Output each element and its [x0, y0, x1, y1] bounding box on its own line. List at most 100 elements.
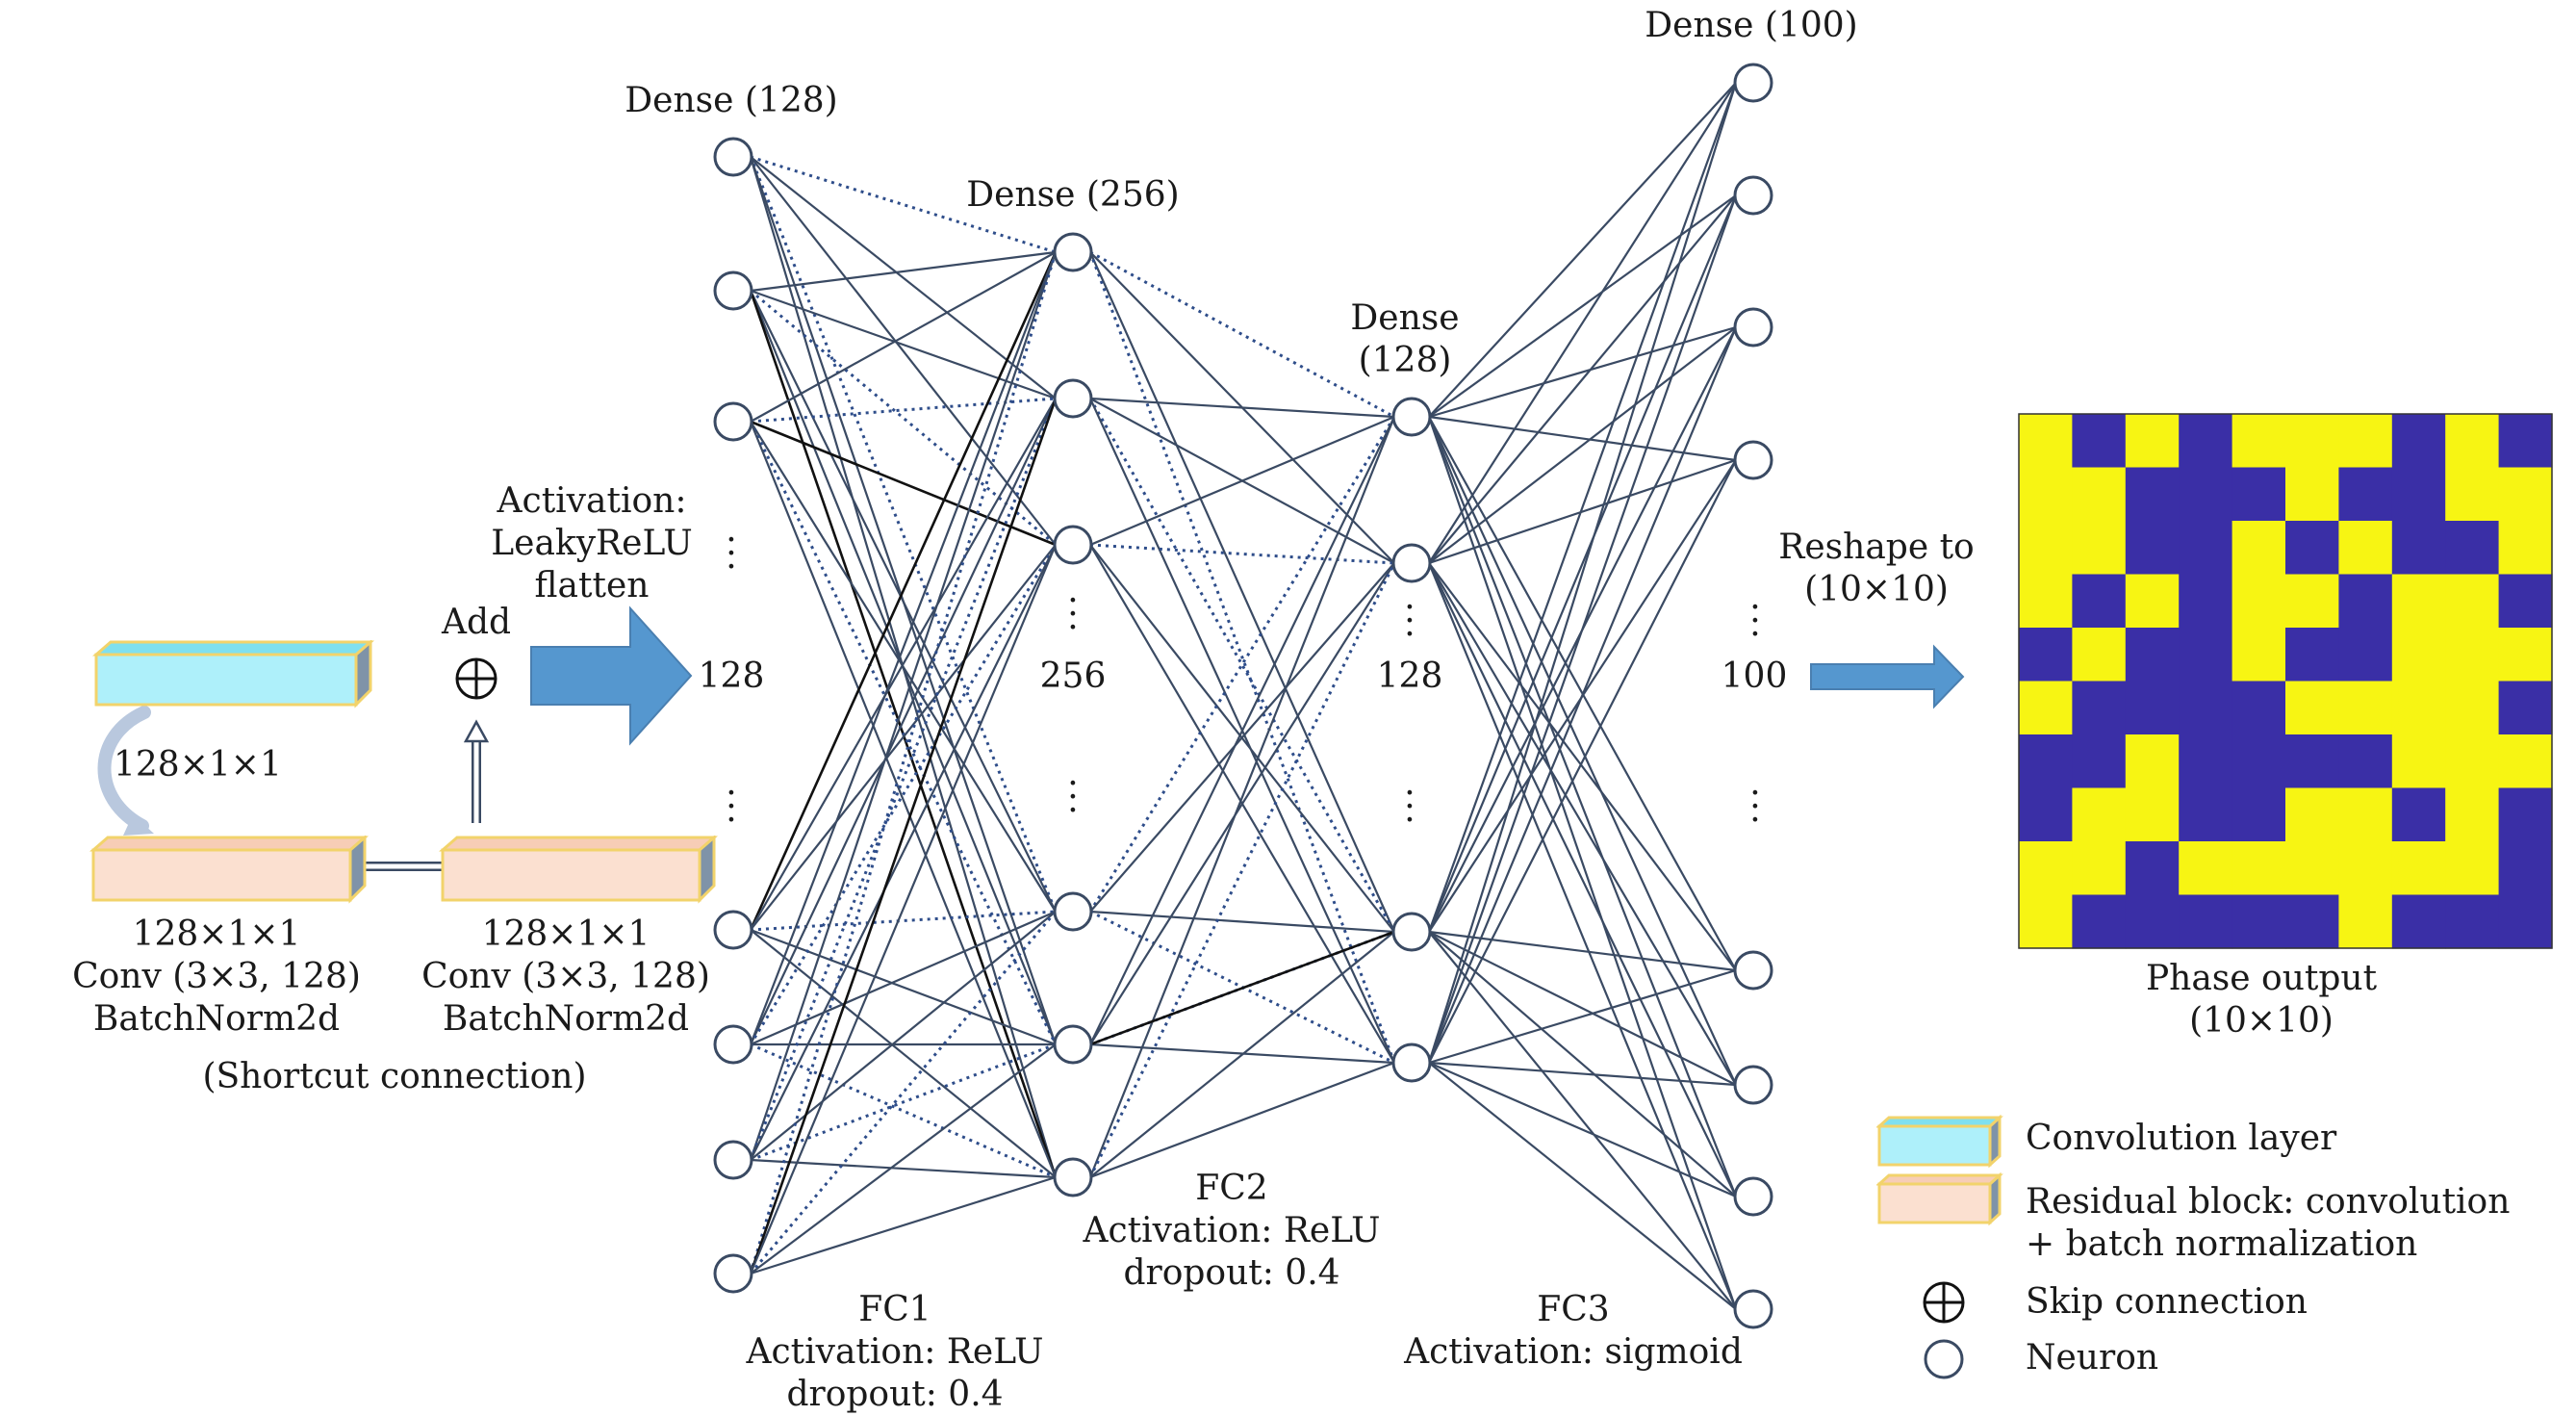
phase-cell [2179, 841, 2233, 896]
edge [1427, 82, 1738, 933]
phase-cell [2179, 681, 2233, 735]
neuron [713, 137, 753, 177]
phase-cell [2445, 681, 2500, 735]
legend-skip-label: Skip connection [2026, 1282, 2308, 1322]
edge [1428, 82, 1737, 564]
reshape-arrow [1810, 644, 1965, 709]
neurons [713, 63, 1773, 1329]
phase-cell [2125, 734, 2180, 789]
edge [1088, 416, 1396, 1178]
phase-cell [2019, 841, 2073, 896]
edge [1427, 326, 1738, 1064]
phase-cell [2445, 521, 2500, 576]
res-a-line1: Conv (3×3, 128) [72, 957, 361, 996]
edge [1427, 562, 1738, 1310]
phase-cell [2498, 787, 2553, 842]
ellipsis: ··· [726, 521, 737, 587]
phase-cell [2498, 894, 2553, 949]
edge [750, 421, 1057, 913]
phase-cell [2445, 734, 2500, 789]
ellipsis: ··· [1749, 774, 1761, 840]
flatten-arrow [530, 605, 693, 746]
phase-cell [2391, 681, 2446, 735]
neuron [1733, 1289, 1773, 1329]
phase-cell [2391, 521, 2446, 576]
edge [1089, 543, 1395, 565]
conv-size-label: 128×1×1 [114, 745, 282, 785]
reshape-line2: (10×10) [1804, 570, 1949, 609]
edge [1089, 562, 1395, 1045]
layer4-count: 100 [1721, 657, 1788, 696]
neuron [1733, 950, 1773, 991]
res-b-line1: Conv (3×3, 128) [421, 957, 710, 996]
skip-connection-symbol [455, 657, 497, 700]
edge [1427, 416, 1738, 1310]
phase-cell [2232, 574, 2286, 629]
res-a-size: 128×1×1 [132, 914, 301, 954]
feedback-arrow [97, 706, 154, 836]
phase-cell [2391, 787, 2446, 842]
neuron [1391, 543, 1432, 583]
ellipsis: ··· [1749, 588, 1761, 655]
edge [1089, 930, 1395, 1046]
phase-cell [2019, 681, 2073, 735]
res-b-size: 128×1×1 [481, 914, 650, 954]
phase-cell [2285, 894, 2339, 949]
fc2-dropout: dropout: 0.4 [1123, 1253, 1340, 1293]
fc1-activation: Activation: ReLU [746, 1332, 1044, 1372]
fc1-name: FC1 [858, 1290, 931, 1329]
layer3-title-line1: Dense [1350, 298, 1460, 338]
edge [1428, 562, 1737, 971]
edge [1428, 1061, 1737, 1087]
activation-line1: Activation: [497, 481, 687, 521]
fc2-name: FC2 [1195, 1169, 1268, 1208]
edge [749, 251, 1058, 1045]
fc3-activation: Activation: sigmoid [1404, 1332, 1743, 1372]
neuron [1733, 175, 1773, 216]
edge [750, 289, 1057, 400]
edge [1089, 931, 1395, 1178]
conv-layer-box [91, 640, 375, 708]
phase-cell [2179, 787, 2233, 842]
edge [1089, 562, 1395, 913]
fc2-activation: Activation: ReLU [1083, 1211, 1381, 1250]
phase-cell [2338, 894, 2393, 949]
edge [749, 544, 1058, 1274]
neuron [713, 910, 753, 950]
phase-cell [2338, 628, 2393, 682]
layer3-title-line2: (128) [1358, 341, 1452, 380]
edge [1428, 194, 1737, 418]
phase-cell [2072, 841, 2127, 896]
edge [749, 156, 1058, 913]
legend-res-line2: + batch normalization [2026, 1224, 2418, 1264]
phase-cell [2285, 574, 2339, 629]
edge [750, 250, 1057, 293]
phase-cell [2498, 414, 2553, 469]
phase-cell [2072, 894, 2127, 949]
phase-cell [2232, 734, 2286, 789]
edge [749, 544, 1058, 1045]
residual-block-box-a [89, 836, 370, 904]
layer4-title: Dense (100) [1645, 6, 1858, 45]
phase-cell [2072, 414, 2127, 469]
edge [1428, 968, 1737, 1065]
edge [750, 398, 1057, 1045]
neuron [1391, 1043, 1432, 1083]
edge [1089, 416, 1395, 1045]
edge [750, 156, 1057, 399]
fc1-dropout: dropout: 0.4 [786, 1375, 1004, 1414]
edge [1088, 416, 1396, 913]
edge [750, 1043, 1057, 1162]
phase-cell [2125, 841, 2180, 896]
phase-cell [2338, 787, 2393, 842]
neuron [1053, 525, 1093, 565]
edge [1088, 251, 1396, 1064]
phase-cell [2445, 414, 2500, 469]
edge [749, 398, 1058, 1161]
ellipsis: ··· [1067, 764, 1079, 831]
neuron [713, 270, 753, 311]
neuron [1053, 378, 1093, 419]
phase-output-line2: (10×10) [2189, 1001, 2334, 1041]
neuron [1733, 1176, 1773, 1217]
phase-cell [2232, 414, 2286, 469]
